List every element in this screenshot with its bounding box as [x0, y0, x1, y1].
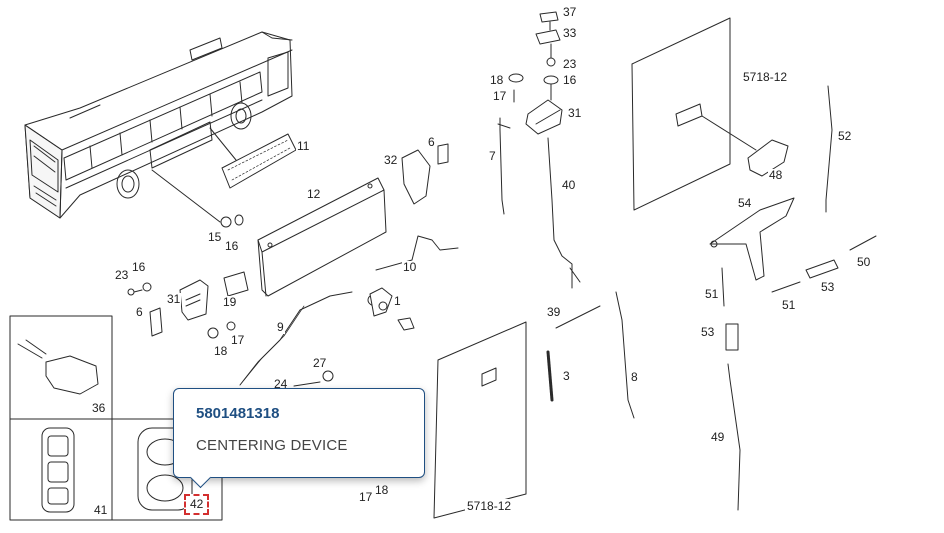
nut-27	[322, 370, 334, 382]
callout-23[interactable]: 23	[562, 57, 578, 71]
callout-8[interactable]: 8	[630, 370, 639, 384]
key-panels	[9, 315, 223, 521]
callout-16[interactable]: 16	[224, 239, 240, 253]
sleeve-53a	[805, 259, 839, 279]
clip-19	[223, 271, 249, 297]
callout-36[interactable]: 36	[91, 401, 107, 415]
callout-51[interactable]: 51	[781, 298, 797, 312]
rod-7	[499, 117, 505, 215]
callout-53[interactable]: 53	[820, 280, 836, 294]
callout-1[interactable]: 1	[393, 294, 402, 308]
callout-54[interactable]: 54	[737, 196, 753, 210]
callout-52[interactable]: 52	[837, 129, 853, 143]
handle-48	[747, 139, 789, 177]
callout-6[interactable]: 6	[135, 305, 144, 319]
callout-40[interactable]: 40	[561, 178, 577, 192]
callout-37[interactable]: 37	[562, 5, 578, 19]
callout-18[interactable]: 18	[374, 483, 390, 497]
callout-49[interactable]: 49	[710, 430, 726, 444]
callout-12[interactable]: 12	[306, 187, 322, 201]
bolt-15	[220, 216, 232, 228]
rod-40	[547, 137, 573, 289]
callout-18[interactable]: 18	[213, 344, 229, 358]
callout-7[interactable]: 7	[488, 149, 497, 163]
latch-assembly-left	[127, 279, 236, 339]
callout-31[interactable]: 31	[166, 292, 182, 306]
callout-51[interactable]: 51	[704, 287, 720, 301]
plate-6	[437, 143, 449, 165]
callout-27[interactable]: 27	[312, 356, 328, 370]
callout-17[interactable]: 17	[492, 89, 508, 103]
callout-16[interactable]: 16	[562, 73, 578, 87]
reference-label-lower: 5718-12	[465, 499, 514, 513]
callout-53[interactable]: 53	[700, 325, 716, 339]
part-24	[293, 381, 321, 387]
callout-33[interactable]: 33	[562, 26, 578, 40]
callout-9[interactable]: 9	[276, 320, 285, 334]
sleeve-53b	[725, 323, 739, 351]
callout-23[interactable]: 23	[114, 268, 130, 282]
gasket-plate	[221, 133, 297, 189]
spring-3	[546, 350, 554, 402]
rod-39	[555, 305, 601, 329]
callout-41[interactable]: 41	[93, 503, 109, 517]
rod-51a	[721, 267, 725, 307]
rod-9	[239, 291, 353, 386]
tooltip-part-code[interactable]: 5801481318	[196, 405, 280, 422]
callout-3[interactable]: 3	[562, 369, 571, 383]
callout-11[interactable]: 11	[296, 139, 311, 153]
callout-32[interactable]: 32	[383, 153, 399, 167]
washer-16	[234, 214, 244, 226]
upper-latch-assembly	[508, 11, 563, 135]
door-panel-upper	[631, 17, 731, 211]
reference-label-upper: 5718-12	[741, 70, 790, 84]
bracket-plate	[257, 177, 387, 297]
callout-17[interactable]: 17	[358, 490, 374, 504]
rod-49	[727, 363, 741, 511]
callout-16[interactable]: 16	[131, 260, 147, 274]
callout-50[interactable]: 50	[856, 255, 872, 269]
lock-32	[401, 149, 431, 205]
callout-15[interactable]: 15	[207, 230, 223, 244]
bus-illustration	[24, 31, 293, 219]
lever-54	[709, 197, 795, 281]
rod-52	[825, 85, 833, 213]
callout-6[interactable]: 6	[427, 135, 436, 149]
callout-42-highlighted[interactable]: 42	[184, 494, 210, 515]
lock-1	[367, 287, 415, 331]
callout-48[interactable]: 48	[768, 168, 784, 182]
callout-18[interactable]: 18	[489, 73, 505, 87]
callout-17[interactable]: 17	[230, 333, 246, 347]
bus-leader-lines	[151, 127, 237, 223]
part-tooltip: 5801481318 CENTERING DEVICE	[173, 388, 425, 478]
callout-19[interactable]: 19	[222, 295, 238, 309]
rod-8	[615, 291, 635, 419]
callout-39[interactable]: 39	[546, 305, 562, 319]
tooltip-part-description: CENTERING DEVICE	[196, 437, 348, 454]
door-panel-lower	[433, 321, 527, 519]
rod-51b	[771, 281, 801, 293]
callout-31[interactable]: 31	[567, 106, 583, 120]
callout-10[interactable]: 10	[402, 260, 418, 274]
rod-50	[849, 235, 877, 251]
